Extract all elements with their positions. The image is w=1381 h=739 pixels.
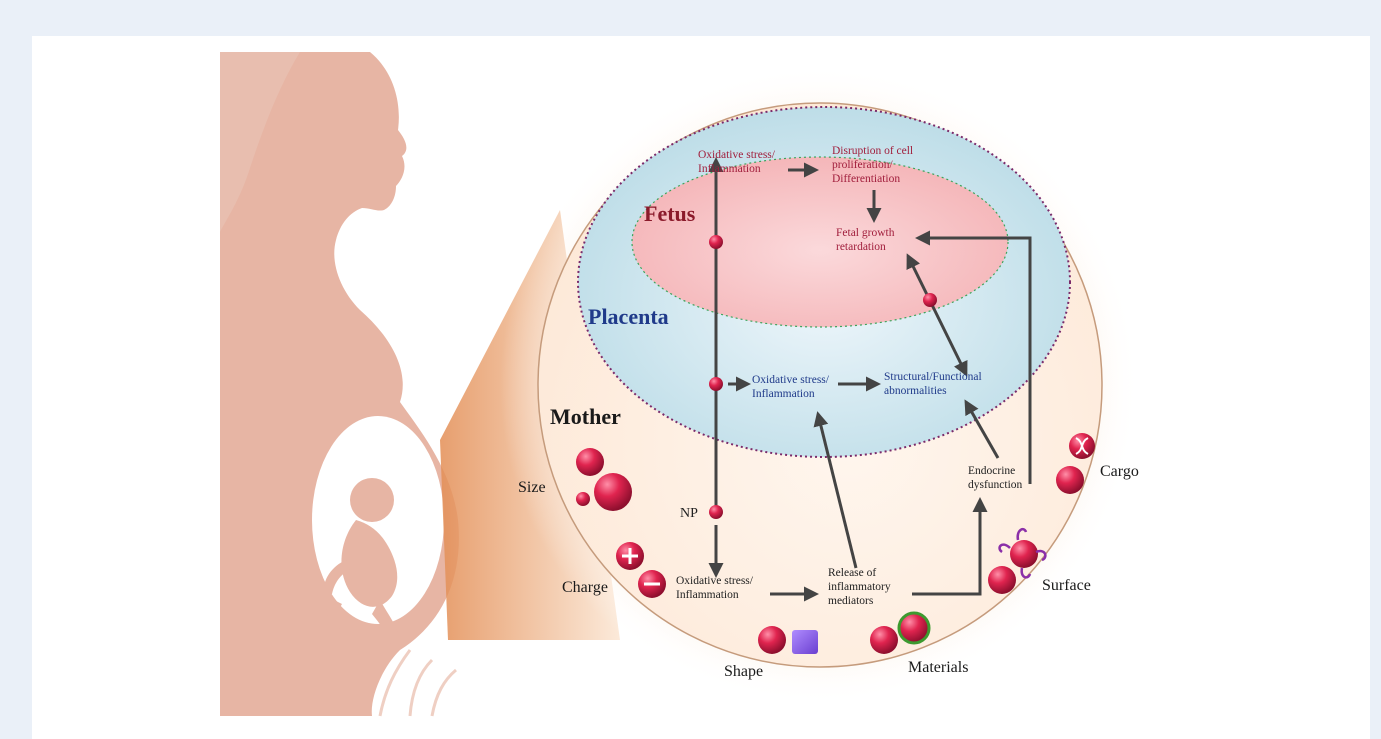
np-small xyxy=(576,492,590,506)
np-large xyxy=(594,473,632,511)
functionalized-particle xyxy=(1010,540,1038,568)
size-label: Size xyxy=(518,479,546,496)
sphere-particle xyxy=(758,626,786,654)
fetus-region xyxy=(632,157,1008,327)
core-particle xyxy=(870,626,898,654)
coated-particle xyxy=(899,613,929,643)
cargo-label: Cargo xyxy=(1100,463,1139,480)
cube-icon xyxy=(792,630,818,654)
np-particle xyxy=(709,377,723,391)
materials-label: Materials xyxy=(908,659,968,676)
np-particle xyxy=(709,505,723,519)
carrier-particle xyxy=(1056,466,1084,494)
np-medium xyxy=(576,448,604,476)
np-text: NP xyxy=(680,506,698,521)
fetus-label: Fetus xyxy=(644,201,696,226)
np-particle xyxy=(709,235,723,249)
surface-label: Surface xyxy=(1042,577,1091,594)
surface-particle xyxy=(988,566,1016,594)
shape-label: Shape xyxy=(724,663,763,680)
mother-label: Mother xyxy=(550,404,621,429)
np-particle xyxy=(923,293,937,307)
placenta-label: Placenta xyxy=(588,304,669,329)
charge-label: Charge xyxy=(562,579,608,596)
